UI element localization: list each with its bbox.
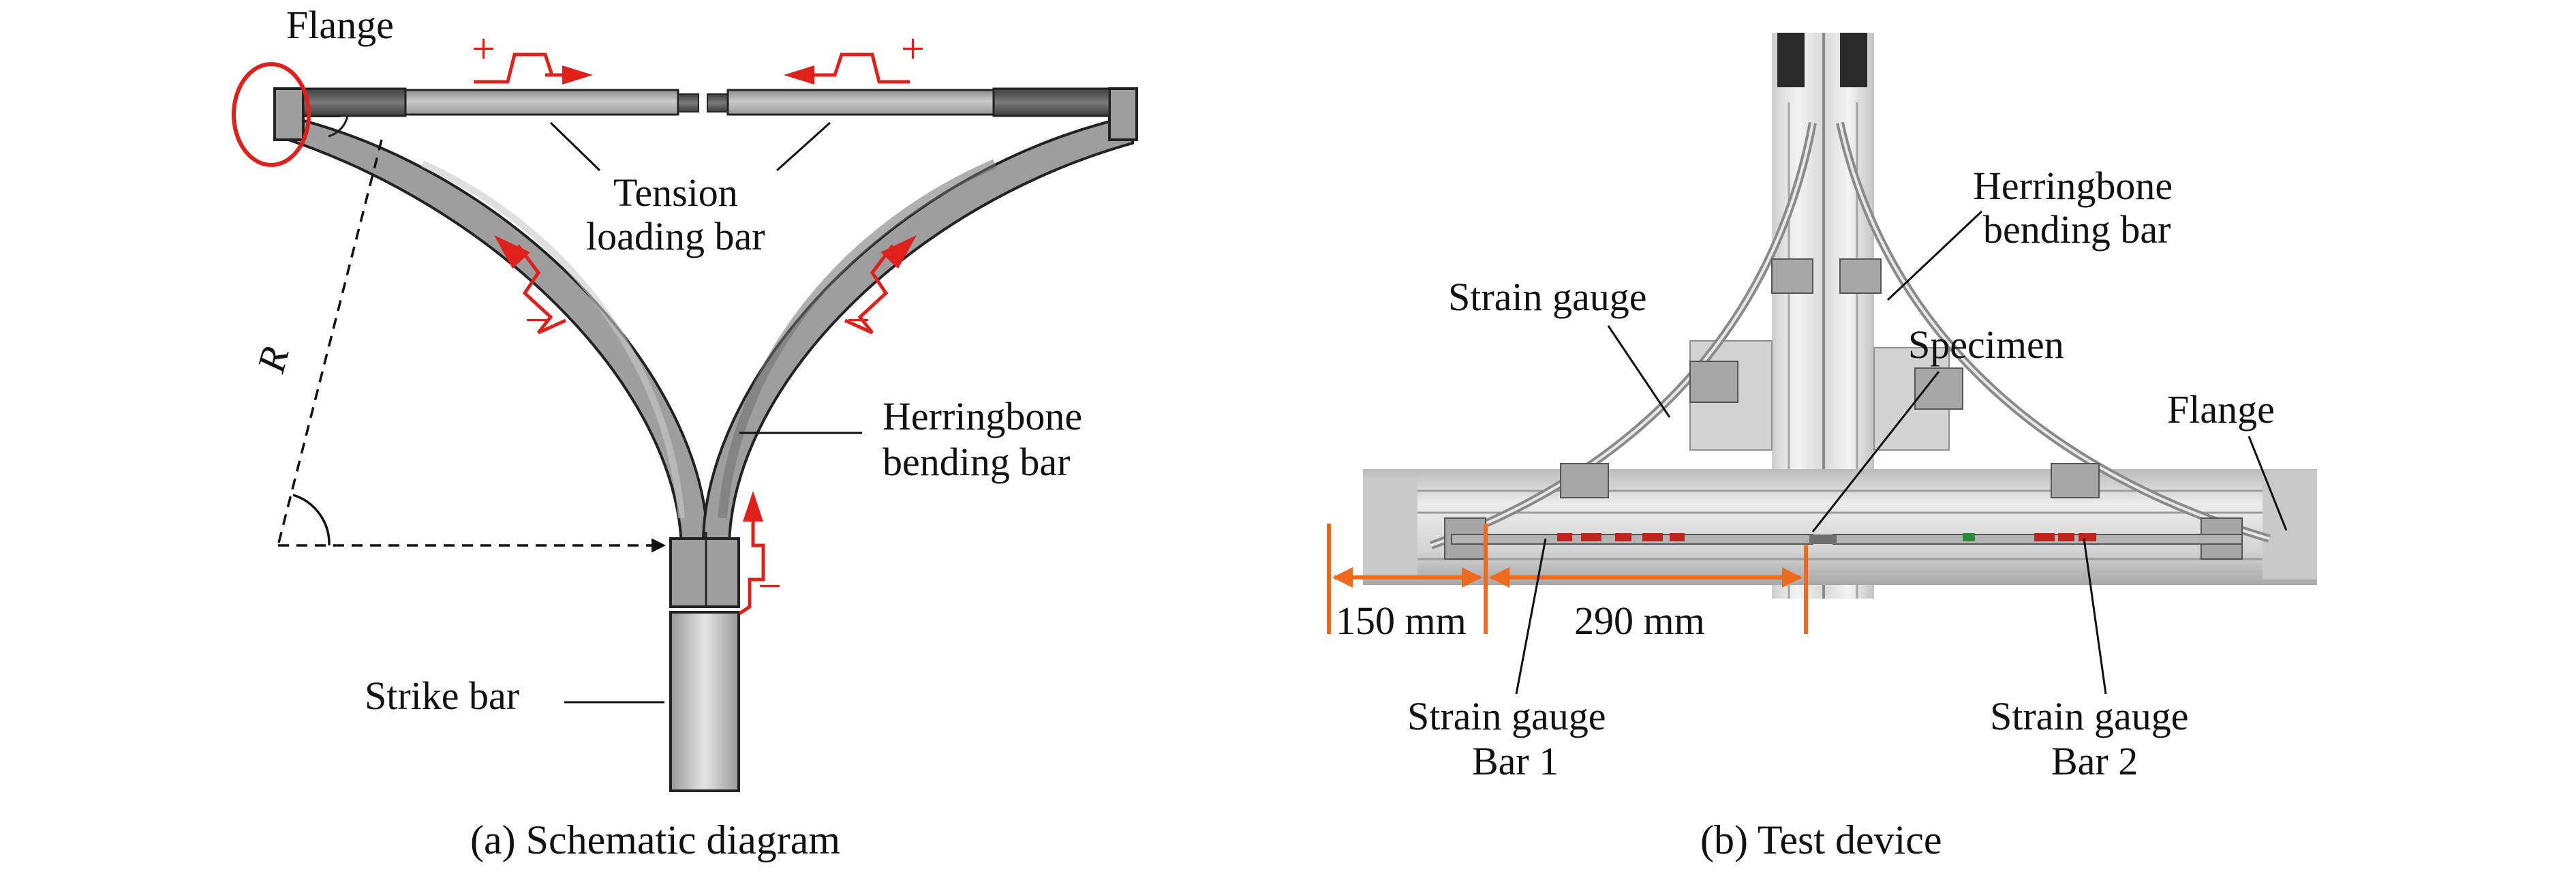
herringbone-stem [669,537,740,608]
flange-photo-label: Flange [2167,387,2275,432]
tension-bar-right-dark [992,87,1111,117]
angle-arc [292,494,331,546]
strain-gauge-bar2-leader [2083,538,2107,695]
strain-gauge-bar2-label-line1: Strain gauge [1990,694,2189,738]
flange-label: Flange [286,3,394,47]
strain-gauge-top-leader [1607,325,1671,418]
horizontal-rail [1363,469,2317,585]
pulse-sign-right-arm: − [846,297,870,344]
test-device-panel: Herringbone bending bar Strain gauge Spe… [1327,33,2317,862]
schematic-caption: (a) Schematic diagram [470,817,840,862]
pulse-sign-top-right: + [901,26,925,72]
flange-highlight-circle [232,62,311,167]
strain-gauge-bar1-leader [1515,538,1547,695]
specimen-label: Specimen [1908,322,2064,367]
strain-gauge-top-label: Strain gauge [1448,275,1647,319]
incident-pulse-top-right: + [784,26,925,85]
pulse-sign-left-arm: − [525,297,549,344]
tension-label-line2: loading bar [586,214,765,258]
schematic-panel: Flange R Tension loading bar Herringbone… [232,3,1138,862]
strain-gauge-bar1-label-line1: Strain gauge [1407,694,1606,738]
herringbone-label-line2: bending bar [883,440,1070,484]
radius-line [277,139,383,546]
tension-bar-left-dark [302,87,407,117]
pulse-sign-top-left: + [472,26,495,72]
incident-pulse-top-left: + [472,26,593,85]
specimen-leader [1811,371,1940,532]
pulse-right-arm: − [844,235,917,344]
bar-1-photo [1451,534,1813,545]
dimension-150-label: 150 mm [1336,599,1467,643]
strike-bar-label: Strike bar [365,674,519,718]
herringbone-label-line1: Herringbone [883,394,1082,438]
tension-specimen-right [707,93,729,112]
tension-specimen-left [677,93,699,112]
strain-gauge-bar2-label-line2: Bar 2 [2051,739,2138,783]
flange-photo-leader [2248,436,2288,531]
tension-label-line1: Tension [613,170,738,215]
herringbone-photo-label-line1: Herringbone [1973,164,2173,208]
tension-bar-left [404,89,679,116]
strike-bar [669,611,740,792]
flange-right [1108,87,1138,141]
tension-bar-right [726,89,995,116]
test-device-caption: (b) Test device [1700,817,1942,862]
herringbone-photo-label-line2: bending bar [1983,207,2171,252]
flange-left [273,87,305,141]
pulse-stem: − [738,491,782,616]
tension-leader-right [776,121,831,172]
specimen-photo [1809,534,1837,544]
herringbone-photo-leader [1886,210,1983,301]
radius-label: R [248,342,297,378]
strain-gauge-bar1-label-line2: Bar 1 [1472,739,1559,783]
dimension-290-label: 290 mm [1574,599,1705,643]
dimension-markers [1327,524,1808,634]
pulse-sign-stem: − [758,563,782,609]
tension-leader-left [549,121,601,172]
pulse-left-arm: − [494,235,567,344]
